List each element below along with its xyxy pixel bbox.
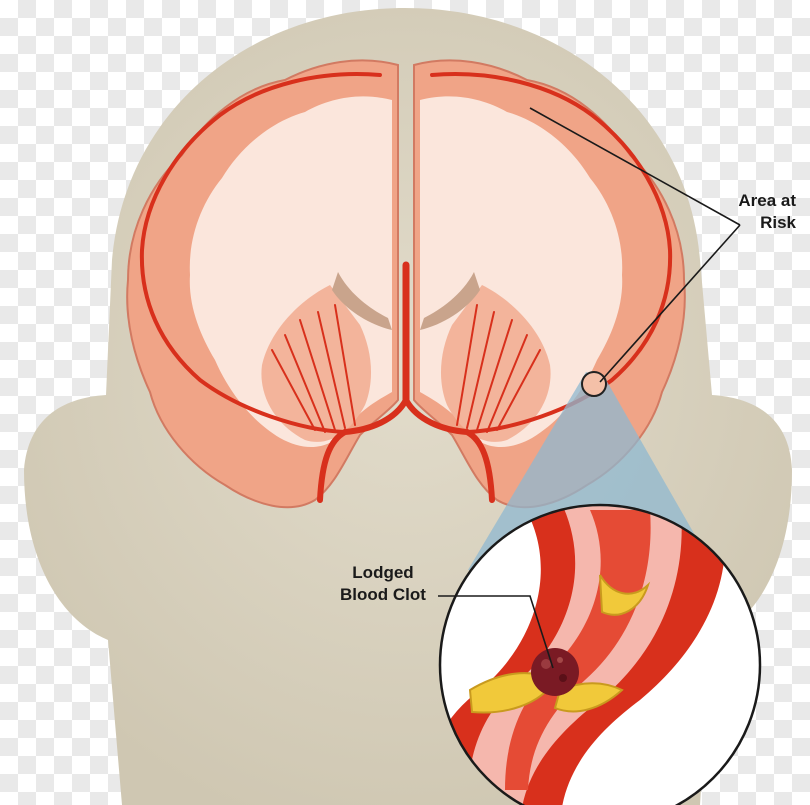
area-at-risk-line-2: Risk: [700, 212, 796, 234]
area-at-risk-marker: [582, 372, 606, 396]
blood-clot: [531, 648, 579, 696]
lodged-blood-clot-label: Lodged Blood Clot: [318, 562, 448, 606]
area-at-risk-label: Area at Risk: [700, 190, 796, 234]
lodged-blood-clot-line-2: Blood Clot: [318, 584, 448, 606]
area-at-risk-line-1: Area at: [700, 190, 796, 212]
lodged-blood-clot-line-1: Lodged: [318, 562, 448, 584]
